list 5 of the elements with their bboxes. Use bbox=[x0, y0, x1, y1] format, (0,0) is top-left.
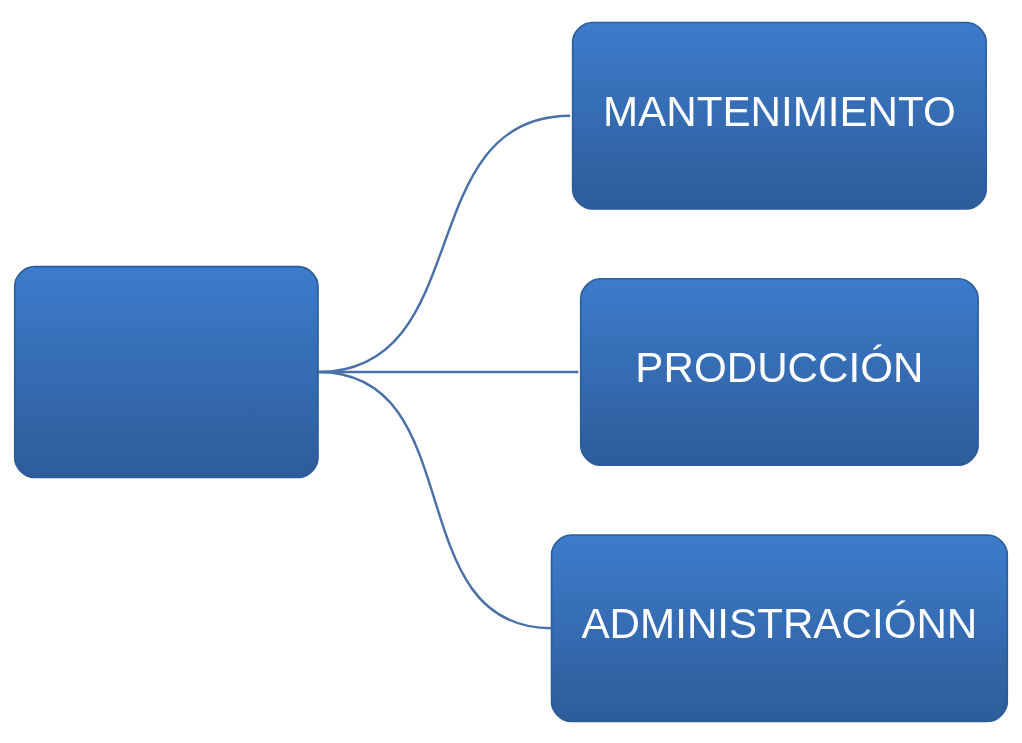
connector bbox=[317, 370, 552, 629]
node-box: MANTENIMIENTO bbox=[571, 21, 987, 210]
node-box: PRODUCCIÓN bbox=[579, 277, 979, 466]
node-box bbox=[13, 265, 319, 478]
node-box: ADMINISTRACIÓNN bbox=[550, 533, 1009, 722]
